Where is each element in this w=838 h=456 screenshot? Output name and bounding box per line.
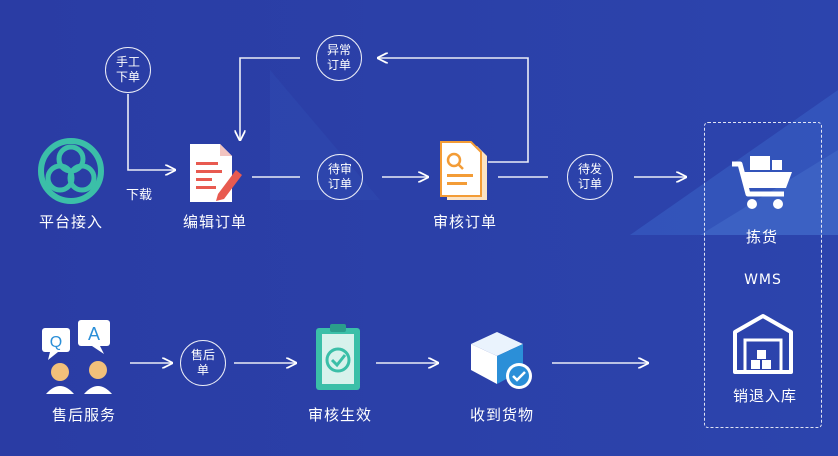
shopping-cart-icon	[732, 156, 792, 209]
circle-pending-review: 待审订单	[317, 154, 363, 200]
node-picking-label: 拣货	[745, 228, 779, 246]
circle-pending-ship: 待发订单	[567, 154, 613, 200]
edit-document-icon	[190, 144, 242, 202]
node-platform-label: 平台接入	[38, 213, 104, 231]
qa-icon-a-letter: A	[88, 324, 100, 344]
package-received-icon	[471, 332, 532, 389]
node-review-label: 审核订单	[432, 213, 498, 231]
clipboard-check-icon	[316, 324, 360, 390]
edge-manual-to-edit	[127, 94, 175, 170]
node-wms-label: WMS	[744, 272, 782, 288]
circle-manual-order: 手工下单	[105, 47, 151, 93]
node-aftersale-label: 售后服务	[51, 406, 117, 424]
circle-aftersale-order: 售后单	[180, 340, 226, 386]
edge-abnormal-to-edit	[240, 57, 300, 140]
warehouse-icon	[733, 314, 793, 374]
customer-service-qa-icon: Q A	[42, 320, 112, 394]
node-review-effect-label: 审核生效	[307, 406, 373, 424]
wms-box	[704, 122, 822, 428]
platform-knot-icon	[38, 138, 104, 204]
node-receive-label: 收到货物	[469, 406, 535, 424]
edge-label-download: 下载	[126, 188, 153, 203]
node-return-label: 销退入库	[732, 387, 798, 405]
qa-icon-q-letter: Q	[50, 334, 62, 351]
edge-review-to-abnormal	[378, 58, 529, 163]
node-edit-label: 编辑订单	[182, 213, 248, 231]
review-document-icon	[440, 141, 487, 200]
circle-abnormal-order: 异常订单	[316, 35, 362, 81]
